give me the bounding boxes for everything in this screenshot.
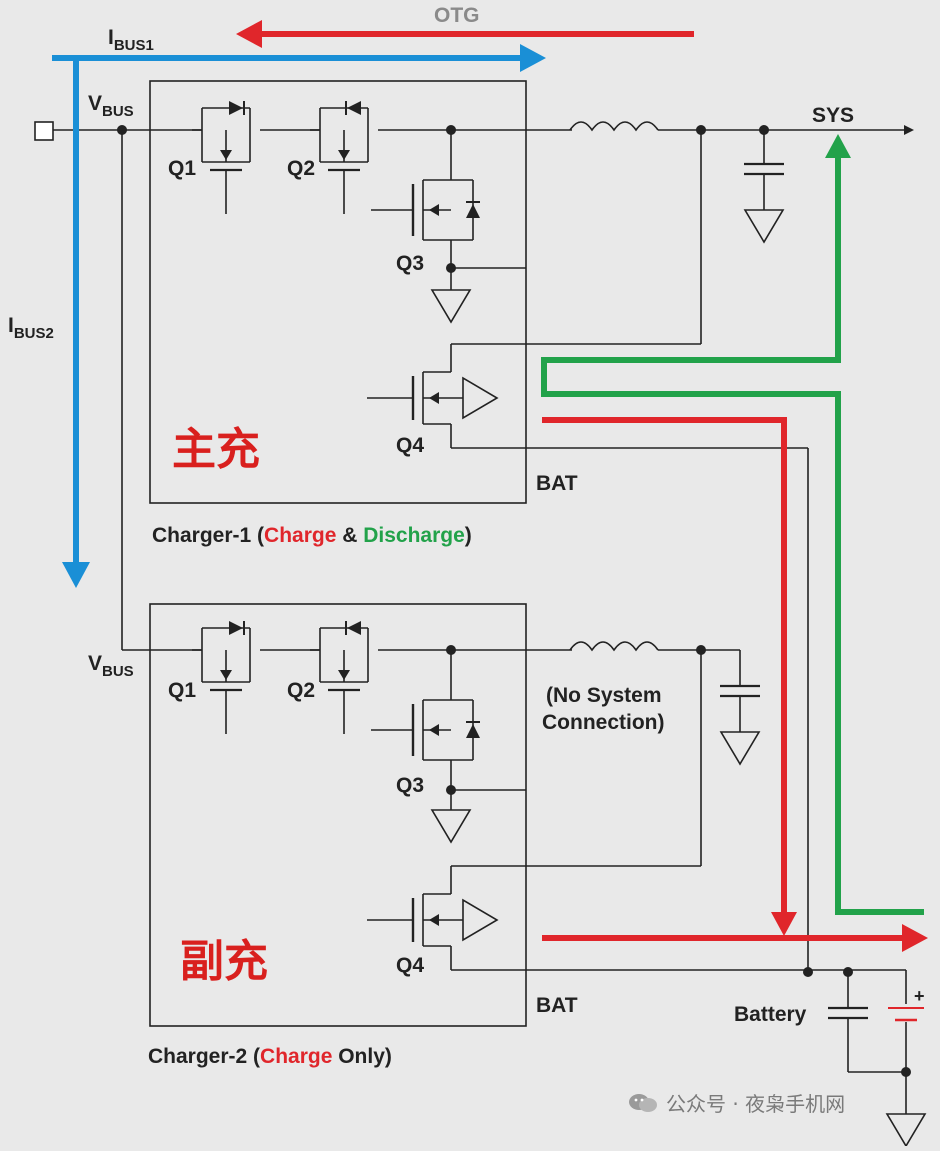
q1-label-1: Q1 <box>168 157 196 180</box>
q3-label-1: Q3 <box>396 252 424 275</box>
battery-plus: + <box>914 986 925 1006</box>
bat-label-2: BAT <box>536 994 578 1017</box>
wechat-icon <box>629 1093 657 1112</box>
q4-label-2: Q4 <box>396 954 424 977</box>
bat-label-1: BAT <box>536 472 578 495</box>
q4-label-1: Q4 <box>396 434 424 457</box>
otg-label: OTG <box>434 4 480 27</box>
vbus-label-1: VBUS <box>88 92 134 120</box>
no-system-label-2: Connection) <box>542 711 664 734</box>
charger2-caption: Charger-2 (Charge Only) <box>148 1045 392 1068</box>
watermark: 公众号 · 夜枭手机网 <box>628 1088 845 1117</box>
sys-label: SYS <box>812 104 854 127</box>
watermark-text: 公众号 · 夜枭手机网 <box>666 1092 846 1116</box>
charger2-cn-name: 副充 <box>180 936 268 987</box>
battery-label: Battery <box>734 1003 807 1026</box>
q1-label-2: Q1 <box>168 679 196 702</box>
charger1-cn-name: 主充 <box>172 424 260 475</box>
charger1-caption: Charger-1 (Charge & Discharge) <box>152 524 472 547</box>
q2-label-2: Q2 <box>287 679 315 702</box>
vbus-label-2: VBUS <box>88 652 134 680</box>
charger2-block <box>149 603 527 1027</box>
q3-label-2: Q3 <box>396 774 424 797</box>
ibus1-label: IBUS1 <box>108 26 154 54</box>
q2-label-1: Q2 <box>287 157 315 180</box>
charge-path-1 <box>542 417 787 914</box>
no-system-label-1: (No System <box>546 684 662 707</box>
charger1-block <box>149 80 527 504</box>
vbus-terminal <box>34 121 54 141</box>
discharge-path <box>541 156 924 915</box>
ibus2-label: IBUS2 <box>8 314 54 342</box>
